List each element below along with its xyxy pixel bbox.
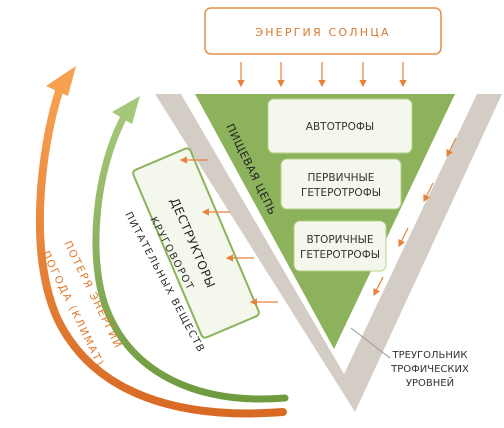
primary-heterotrophs-box <box>280 158 402 210</box>
band-arrows <box>373 137 457 297</box>
energy-loss-arc <box>35 84 287 418</box>
band-arrow <box>446 137 457 158</box>
triangle-note-line2: ТРОФИЧЕСКИХ <box>390 364 469 375</box>
triangle-note-line1: ТРЕУГОЛЬНИК <box>392 350 468 361</box>
nutrient-cycle-arrowhead <box>112 96 140 124</box>
secondary-heterotrophs-line2: ГЕТЕРОТРОФЫ <box>300 249 380 261</box>
autotrophs-label: АВТОТРОФЫ <box>306 121 374 133</box>
autotrophs-box <box>267 98 413 154</box>
destructors-box <box>132 147 260 339</box>
sun-energy-label: ЭНЕРГИЯ СОЛНЦА <box>255 26 390 39</box>
destructor-arrows <box>179 156 278 306</box>
primary-heterotrophs-line2: ГЕТЕРОТРОФЫ <box>301 187 381 199</box>
destructors-group <box>132 147 260 339</box>
triangle-note-pointer <box>350 327 391 359</box>
sun-arrows <box>237 62 407 88</box>
energy-loss-arrowhead <box>46 66 76 96</box>
secondary-heterotrophs-line1: ВТОРИЧНЫЕ <box>306 234 373 246</box>
primary-heterotrophs-line1: ПЕРВИЧНЫЕ <box>308 172 375 184</box>
secondary-heterotrophs-box <box>293 220 387 272</box>
nutrient-cycle-arc <box>92 111 289 403</box>
band-arrow <box>373 276 384 297</box>
band-arrow <box>398 227 409 248</box>
triangle-note-line3: УРОВНЕЙ <box>406 376 454 389</box>
sun-energy-box <box>204 7 442 55</box>
band-arrow <box>423 182 434 203</box>
